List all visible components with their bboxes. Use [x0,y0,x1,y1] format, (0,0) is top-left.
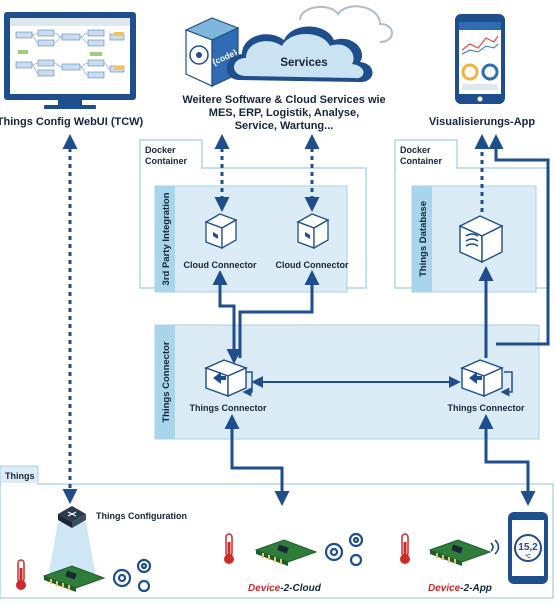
config-light-beam [48,522,96,578]
cloud-connector-box-icon [204,213,238,250]
tcw-label: Things Config WebUI (TCW) [0,116,144,128]
thermometer-icon [224,533,234,564]
database-box-icon [458,215,504,264]
cloud-connector-1-label: Cloud Connector [184,260,257,270]
sensor-chip-icon [428,539,492,566]
code-box-icon: {code} [184,17,240,87]
phone-temperature-unit: °C [525,554,531,560]
wireless-signal-icon [490,539,500,555]
things-connector-1-label: Things Connector [190,403,267,413]
things-config-label: Things Configuration [96,511,187,521]
docker-right-tab-line1: Docker [400,145,431,155]
device-2-app-label: Device-2-App [428,583,492,594]
loop-arrow-left [242,371,253,397]
phone-temperature-value: 15,2 [518,542,538,553]
things-connector-side-label: Things Connector [161,341,172,423]
things-connector-node-icon [460,359,504,398]
things-tab-label: Things [5,471,35,481]
visualization-phone-icon [455,14,505,104]
tcw-monitor [4,12,136,109]
device-app-prefix: Device [428,583,461,594]
services-desc-line-1: Weitere Software & Cloud Services wie [182,94,385,106]
device-app-suffix: -2-App [460,583,492,594]
loop-arrow-right [500,371,513,397]
device-cloud-suffix: -2-Cloud [280,583,321,594]
thermometer-icon [400,533,410,564]
arrow-connector-device-cloud [224,414,290,506]
docker-right-tab-line2: Container [400,156,443,166]
phone-display-icon: 15,2 °C [508,512,548,584]
thermometer-icon [16,559,26,590]
arrow-connector-device-app [478,414,536,506]
services-desc-line-3: Service, Wartung... [235,120,334,132]
things-database-side-label: Things Database [418,201,429,277]
sensor-chip-icon [254,539,318,566]
device-2-cloud-label: Device-2-Cloud [248,583,322,594]
cloud-connector-2-label: Cloud Connector [276,260,349,270]
things-database-panel: Things Database [411,185,537,293]
gears-icon [112,558,152,593]
viz-app-label: Visualisierungs-App [429,116,535,128]
cloud-connector-box-icon [296,213,330,250]
sensor-chip-icon [42,565,106,592]
arrow-cc-things-connector [212,270,242,364]
docker-left-tab-line2: Container [145,156,188,166]
arrow-cc2-things-connector [238,270,320,358]
third-party-side-label: 3rd Party Integration [161,192,172,285]
device-cloud-prefix: Device [248,583,281,594]
gears-icon [324,532,364,567]
services-cloud-label: Services [280,57,327,69]
services-cloud-icon [226,5,393,83]
things-connector-node-icon [204,359,248,398]
docker-left-tab-line1: Docker [145,145,176,155]
arrow-connector-vizapp [488,134,550,346]
things-connector-2-label: Things Connector [448,403,525,413]
services-desc-line-2: MES, ERP, Logistik, Analyse, [209,107,359,119]
config-chip-icon [58,506,86,528]
